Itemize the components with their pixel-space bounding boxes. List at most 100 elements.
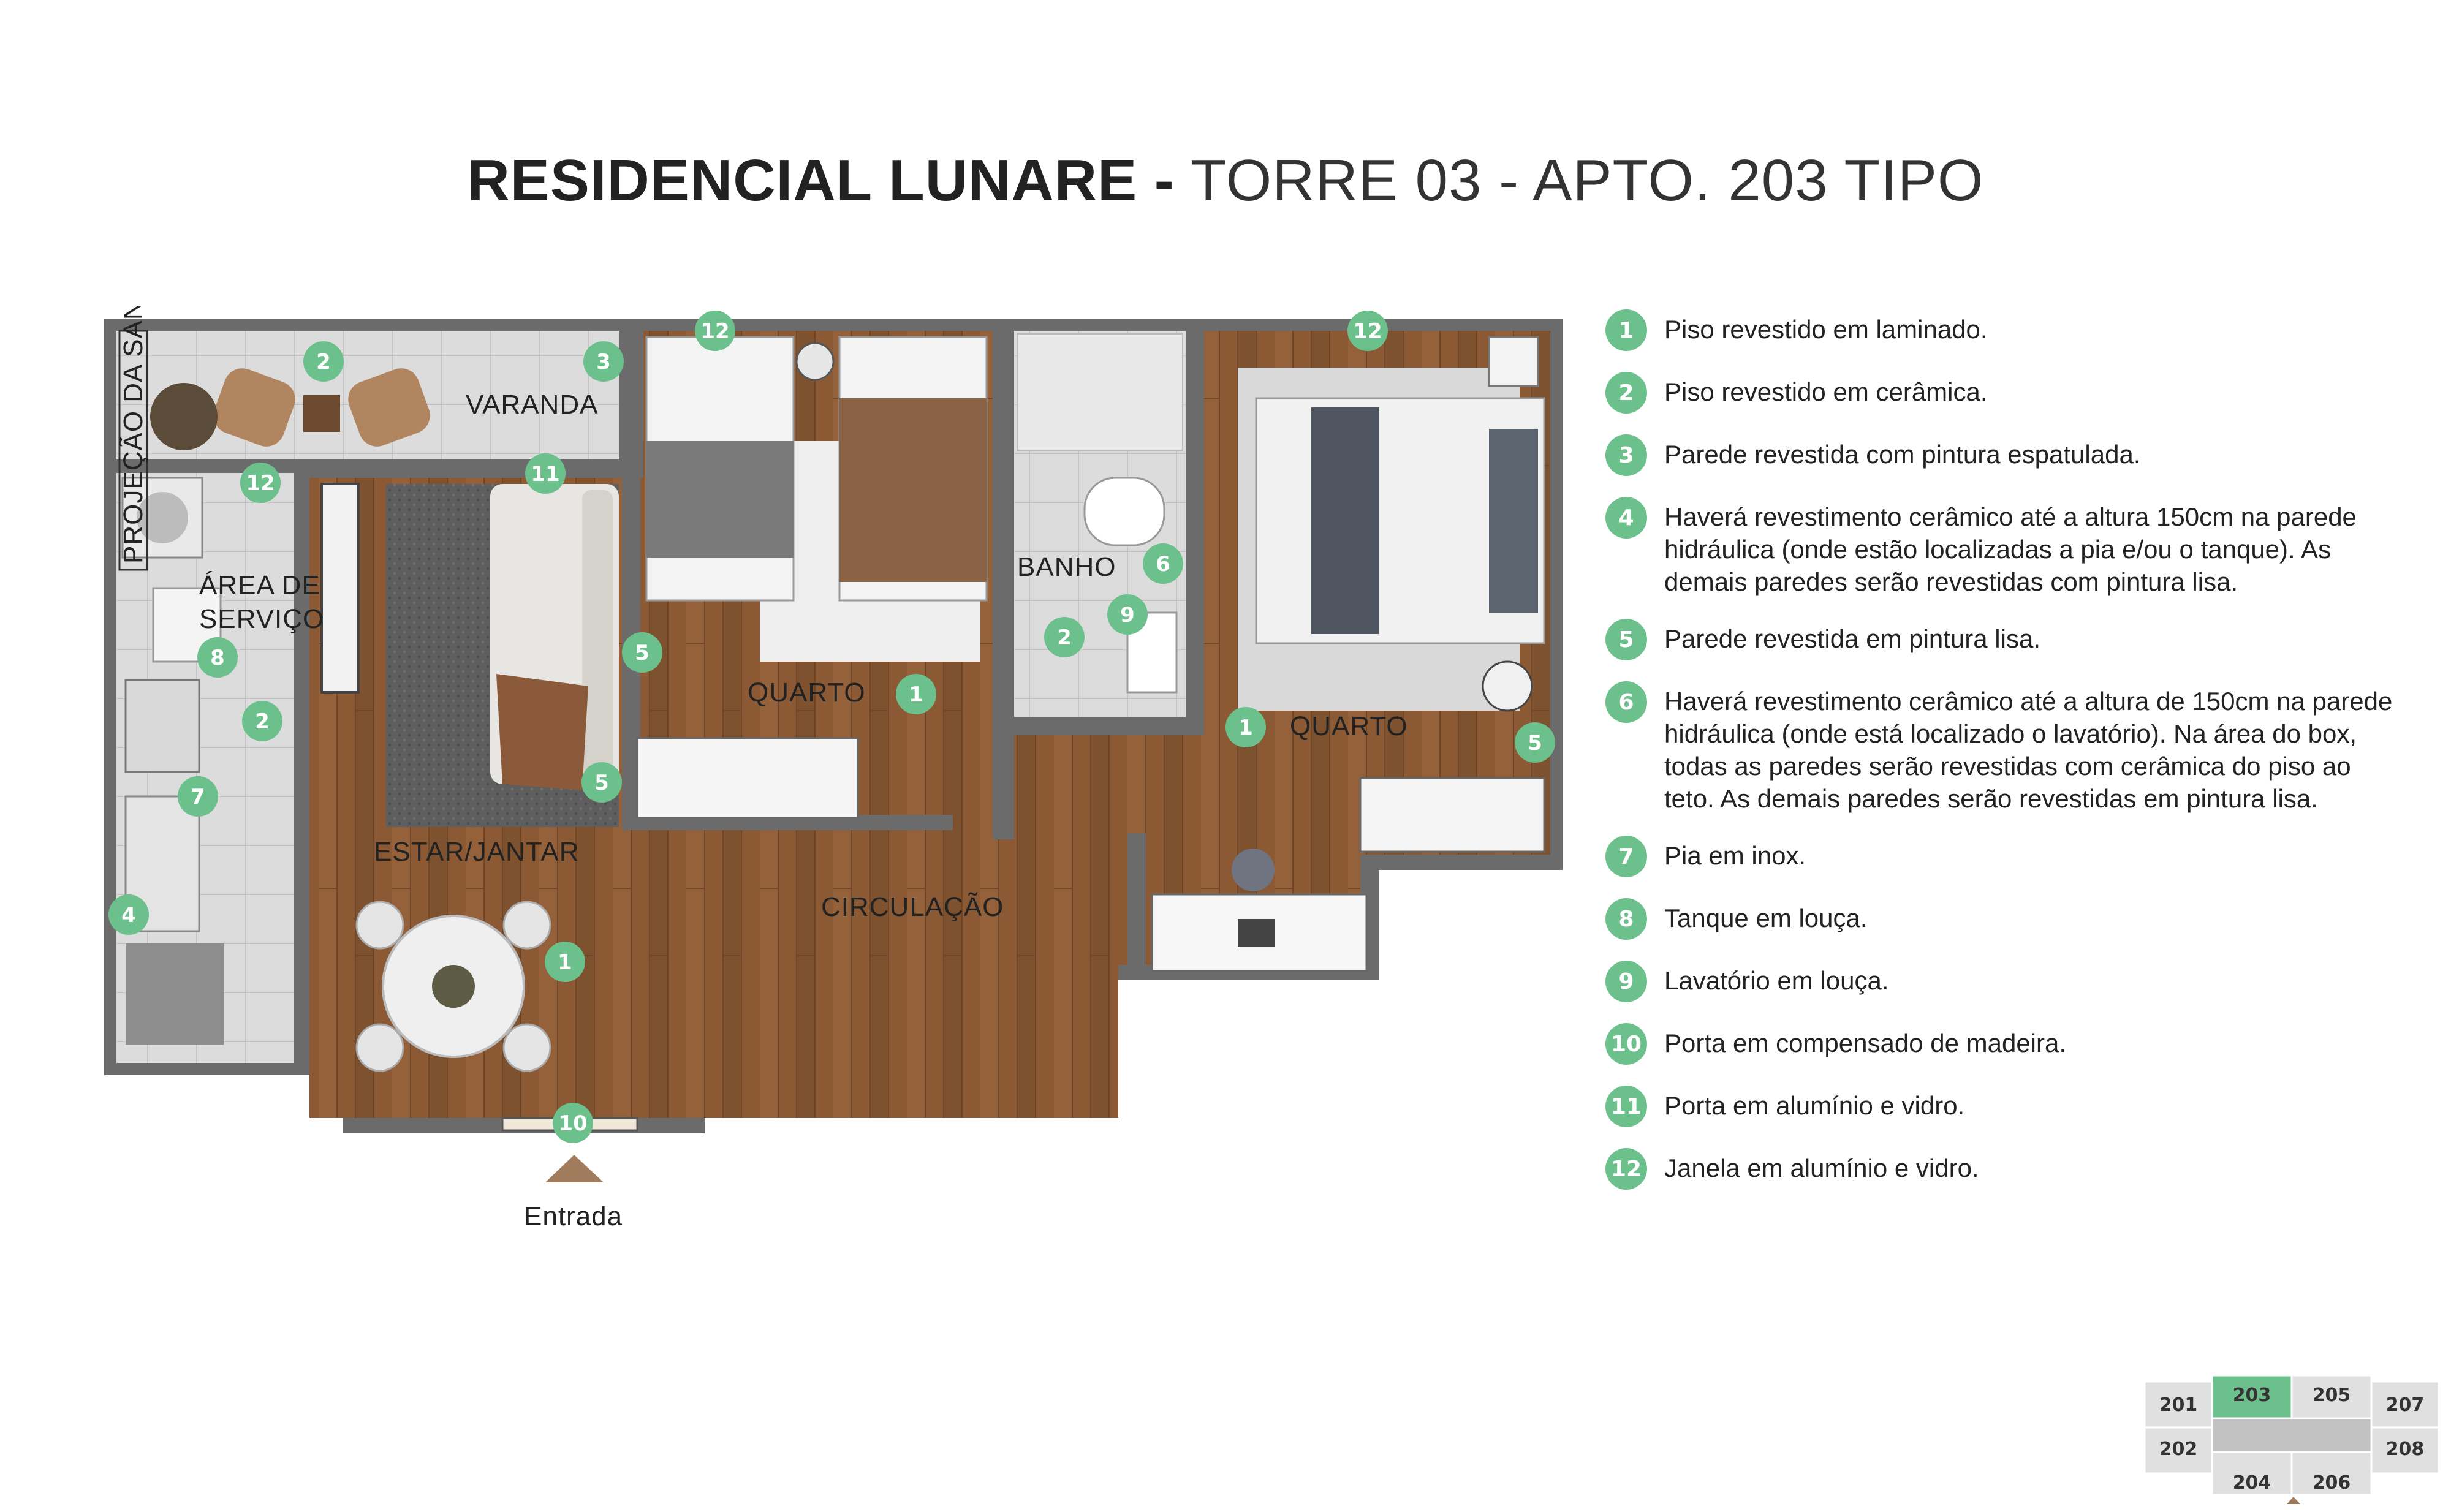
interior-wall [993,319,1014,839]
legend-badge: 9 [1605,961,1647,1002]
label-projecao: PROJEÇÃO DA SANCA [118,306,148,564]
keyplan-unit-207 [2370,1380,2439,1429]
varanda-chair [348,368,430,447]
svg-text:2: 2 [1057,626,1072,650]
keyplan-arrow [2287,1497,2300,1504]
legend-badge: 5 [1605,619,1647,660]
svg-text:3: 3 [596,350,611,374]
legend-badge: 11 [1605,1086,1647,1127]
badge-12: 12 [240,463,281,503]
badge-2: 2 [242,701,282,741]
svg-text:2: 2 [316,350,331,374]
label-quarto-2: QUARTO [1290,711,1408,741]
washing-drum [137,492,188,543]
sofa-back [582,490,613,778]
legend-text: Parede revestida em pintura lisa. [1664,624,2040,653]
legend-badge: 8 [1605,898,1647,940]
badge-5: 5 [1515,722,1555,763]
nightstand [1482,660,1533,712]
badge-1: 1 [545,942,585,982]
legend-item-4: 4 Haverá revestimento cerâmico até a altu… [1605,497,2402,598]
legend-text: Lavatório em louça. [1664,966,1889,995]
badge-2: 2 [1044,617,1085,657]
svg-text:7: 7 [191,785,205,809]
shower-box [1017,333,1183,451]
key-plan: 201 202 203 204 205 206 207 208 [2145,1375,2439,1504]
svg-text:5: 5 [635,641,650,665]
svg-text:2: 2 [255,709,270,734]
pillows [1489,429,1538,613]
double-bed-cover [1311,407,1379,634]
dining-chair [355,1023,404,1072]
keyplan-label-207: 207 [2386,1394,2425,1416]
keyplan-core [2211,1417,2373,1453]
svg-text:1: 1 [1238,716,1253,740]
toilet [1083,477,1165,546]
badge-3: 3 [583,341,624,382]
interior-wall [294,459,309,1066]
svg-text:9: 9 [1120,603,1135,627]
legend-text: Parede revestida com pintura espatulada. [1664,440,2141,469]
interior-wall [1186,319,1204,735]
legend-badge: 7 [1605,836,1647,877]
svg-text:5: 5 [594,771,609,795]
badge-5: 5 [581,762,622,803]
keyplan-label-205: 205 [2313,1385,2351,1406]
wardrobe [1359,777,1545,853]
legend-badge: 4 [1605,497,1647,539]
fridge [126,943,224,1045]
nightstand [795,342,835,381]
badge-12: 12 [1347,311,1388,351]
throw-blanket [496,674,588,790]
legend-item-8: 8 Tanque em louça. [1605,898,2402,940]
legend-badge: 10 [1605,1023,1647,1065]
badge-2: 2 [303,341,344,382]
svg-text:8: 8 [210,646,225,670]
badge-1: 1 [896,674,936,714]
badge-9: 9 [1107,594,1148,635]
label-area-servico-2: SERVIÇO [199,604,324,634]
page-title: RESIDENCIAL LUNARE - TORRE 03 - APTO. 20… [0,147,2451,214]
projection-box [118,330,148,571]
badge-10: 10 [553,1103,593,1143]
legend-text: Haverá revestimento cerâmico até a altur… [1664,502,2357,596]
stove [124,679,200,773]
legend-badge: 6 [1605,681,1647,723]
legend-item-1: 1 Piso revestido em laminado. [1605,309,2402,351]
legend-item-5: 5 Parede revestida em pintura lisa. [1605,619,2402,660]
legend-text: Haverá revestimento cerâmico até a altur… [1664,687,2393,813]
desk-laptop [1238,919,1275,947]
floor-plan: VARANDA ÁREA DE SERVIÇO PROJEÇÃO DA SANC… [104,306,1563,1231]
svg-text:5: 5 [1528,731,1542,755]
legend-badge: 1 [1605,309,1647,351]
interior-wall [1127,833,1146,980]
legend-text: Piso revestido em laminado. [1664,315,1988,344]
keyplan-unit-201 [2145,1380,2213,1429]
plant-stand [1488,336,1539,387]
badge-7: 7 [178,776,218,817]
badge-8: 8 [197,637,238,678]
label-varanda: VARANDA [466,390,598,420]
legend-item-6: 6 Haverá revestimento cerâmico até a altu… [1605,681,2402,815]
dining-chair [355,901,404,950]
svg-text:12: 12 [1353,319,1382,344]
svg-text:10: 10 [558,1111,587,1136]
dining-chair [502,1023,551,1072]
keyplan-label-202: 202 [2159,1438,2198,1460]
keyplan-unit-206 [2290,1451,2373,1496]
bed-single-cover [646,441,794,558]
badge-12: 12 [695,311,735,351]
side-table [303,395,340,432]
legend-badge: 3 [1605,434,1647,476]
varanda-chair [213,368,295,447]
svg-text:6: 6 [1156,552,1170,576]
legend-text: Janela em alumínio e vidro. [1664,1154,1979,1182]
svg-text:1: 1 [909,682,923,707]
legend-text: Tanque em louça. [1664,904,1868,932]
keyplan-label-204: 204 [2233,1472,2271,1494]
